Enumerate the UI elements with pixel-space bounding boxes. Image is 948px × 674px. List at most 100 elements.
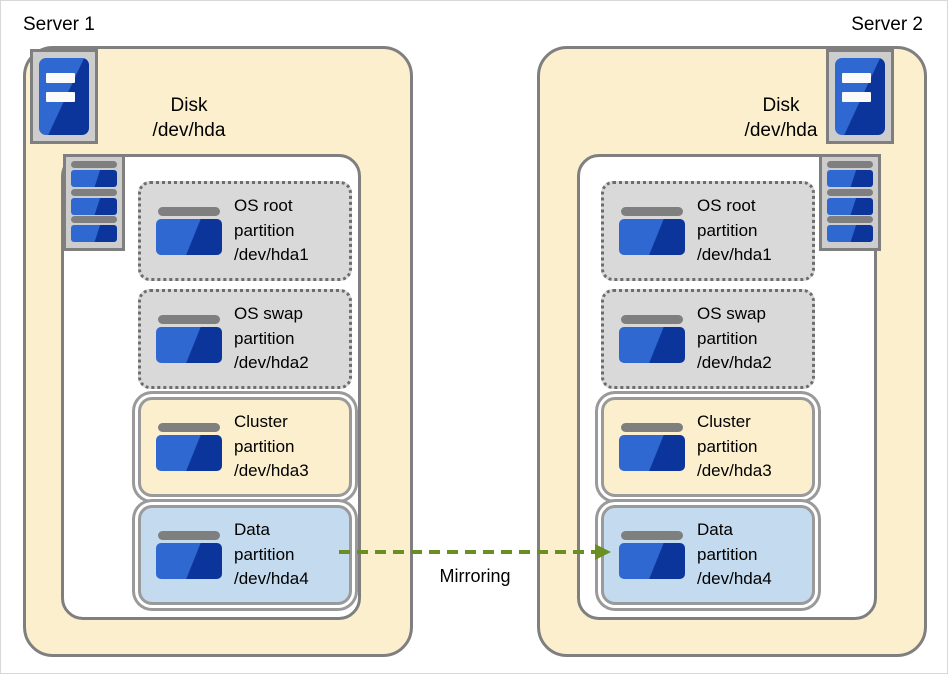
disk-stack-icon	[63, 154, 125, 251]
disk-unit	[827, 216, 873, 244]
partition-type: partition	[697, 436, 758, 456]
partition-icon-cap	[621, 207, 683, 216]
partition-os-root-server-1[interactable]: OS root partition /dev/hda1	[138, 181, 352, 281]
partition-name: Data	[697, 519, 733, 539]
partition-disk-icon	[619, 423, 685, 471]
partition-name: Cluster	[697, 411, 751, 431]
disk-unit	[71, 161, 117, 189]
partition-type: partition	[234, 436, 295, 456]
disk-unit-body	[827, 170, 873, 187]
partition-os-swap-server-1[interactable]: OS swap partition /dev/hda2	[138, 289, 352, 389]
disk-unit-cap	[71, 161, 117, 168]
partition-label: OS root partition /dev/hda1	[697, 194, 772, 269]
partition-device: /dev/hda1	[697, 245, 772, 265]
partition-cluster-server-2[interactable]: Cluster partition /dev/hda3	[601, 397, 815, 497]
disk-unit-body	[71, 225, 117, 243]
partition-disk-icon	[619, 207, 685, 255]
partition-label: OS root partition /dev/hda1	[234, 194, 309, 269]
partition-disk-icon	[156, 315, 222, 363]
partition-name: OS swap	[234, 303, 303, 323]
partition-icon-body	[619, 327, 685, 363]
partition-label: OS swap partition /dev/hda2	[234, 302, 309, 377]
server-1-label: Server 1	[23, 14, 95, 35]
disk-unit	[71, 188, 117, 217]
partition-icon-body	[619, 219, 685, 255]
partition-icon-cap	[158, 315, 220, 324]
disk-unit-cap	[827, 188, 873, 196]
disk-unit-cap	[827, 161, 873, 168]
disk-unit-cap	[827, 216, 873, 224]
disk-unit	[827, 188, 873, 217]
partition-label: Data partition /dev/hda4	[697, 518, 772, 593]
disk-device-1: /dev/hda	[152, 120, 226, 142]
partition-os-root-server-2[interactable]: OS root partition /dev/hda1	[601, 181, 815, 281]
server-tower-icon	[30, 49, 98, 144]
partition-type: partition	[697, 544, 758, 564]
server-2-label: Server 2	[851, 14, 923, 35]
disk-unit-body	[827, 225, 873, 243]
partition-name: Cluster	[234, 411, 288, 431]
partition-os-swap-server-2[interactable]: OS swap partition /dev/hda2	[601, 289, 815, 389]
partition-icon-body	[619, 435, 685, 471]
partition-icon-body	[156, 543, 222, 579]
partition-disk-icon	[156, 207, 222, 255]
partition-type: partition	[697, 328, 758, 348]
partition-icon-cap	[158, 531, 220, 540]
partition-disk-icon	[619, 315, 685, 363]
partition-icon-cap	[621, 531, 683, 540]
server-tower-slot	[842, 91, 871, 102]
partition-device: /dev/hda2	[697, 353, 772, 373]
partition-data-server-2[interactable]: Data partition /dev/hda4	[601, 505, 815, 605]
disk-name-1: Disk	[170, 95, 208, 116]
disk-unit-body	[827, 197, 873, 215]
partition-data-server-1[interactable]: Data partition /dev/hda4	[138, 505, 352, 605]
partition-name: OS root	[234, 195, 293, 215]
partition-device: /dev/hda4	[234, 569, 309, 589]
server-tower-body	[39, 58, 89, 135]
partition-icon-cap	[621, 315, 683, 324]
partition-device: /dev/hda1	[234, 245, 309, 265]
partition-name: Data	[234, 519, 270, 539]
partition-type: partition	[234, 220, 295, 240]
partition-icon-cap	[621, 423, 683, 432]
disk-unit-body	[71, 170, 117, 187]
partition-label: OS swap partition /dev/hda2	[697, 302, 772, 377]
partition-icon-body	[156, 219, 222, 255]
partition-icon-body	[156, 327, 222, 363]
partition-device: /dev/hda3	[234, 461, 309, 481]
partition-label: Cluster partition /dev/hda3	[697, 410, 772, 485]
disk-unit	[71, 216, 117, 244]
disk-unit-cap	[71, 188, 117, 196]
partition-type: partition	[234, 328, 295, 348]
server-1-disk-title: Disk /dev/hda	[109, 93, 269, 143]
server-tower-body	[835, 58, 885, 135]
partition-device: /dev/hda4	[697, 569, 772, 589]
partition-device: /dev/hda3	[697, 461, 772, 481]
partition-name: OS swap	[697, 303, 766, 323]
server-tower-slot	[842, 73, 871, 84]
partition-type: partition	[697, 220, 758, 240]
partition-disk-icon	[619, 531, 685, 579]
server-tower-slot	[46, 73, 75, 84]
server-tower-slot	[46, 91, 75, 102]
server-2-disk-title: Disk /dev/hda	[701, 93, 861, 143]
partition-disk-icon	[156, 423, 222, 471]
disk-name-2: Disk	[762, 95, 800, 116]
partition-label: Data partition /dev/hda4	[234, 518, 309, 593]
partition-device: /dev/hda2	[234, 353, 309, 373]
partition-disk-icon	[156, 531, 222, 579]
mirroring-label: Mirroring	[439, 566, 511, 586]
partition-icon-cap	[158, 207, 220, 216]
partition-cluster-server-1[interactable]: Cluster partition /dev/hda3	[138, 397, 352, 497]
disk-unit-body	[71, 197, 117, 215]
disk-unit-cap	[71, 216, 117, 224]
disk-device-2: /dev/hda	[744, 120, 818, 142]
partition-icon-body	[156, 435, 222, 471]
partition-icon-cap	[158, 423, 220, 432]
partition-name: OS root	[697, 195, 756, 215]
partition-type: partition	[234, 544, 295, 564]
disk-stack-icon	[819, 154, 881, 251]
server-tower-icon	[826, 49, 894, 144]
partition-label: Cluster partition /dev/hda3	[234, 410, 309, 485]
disk-unit	[827, 161, 873, 189]
